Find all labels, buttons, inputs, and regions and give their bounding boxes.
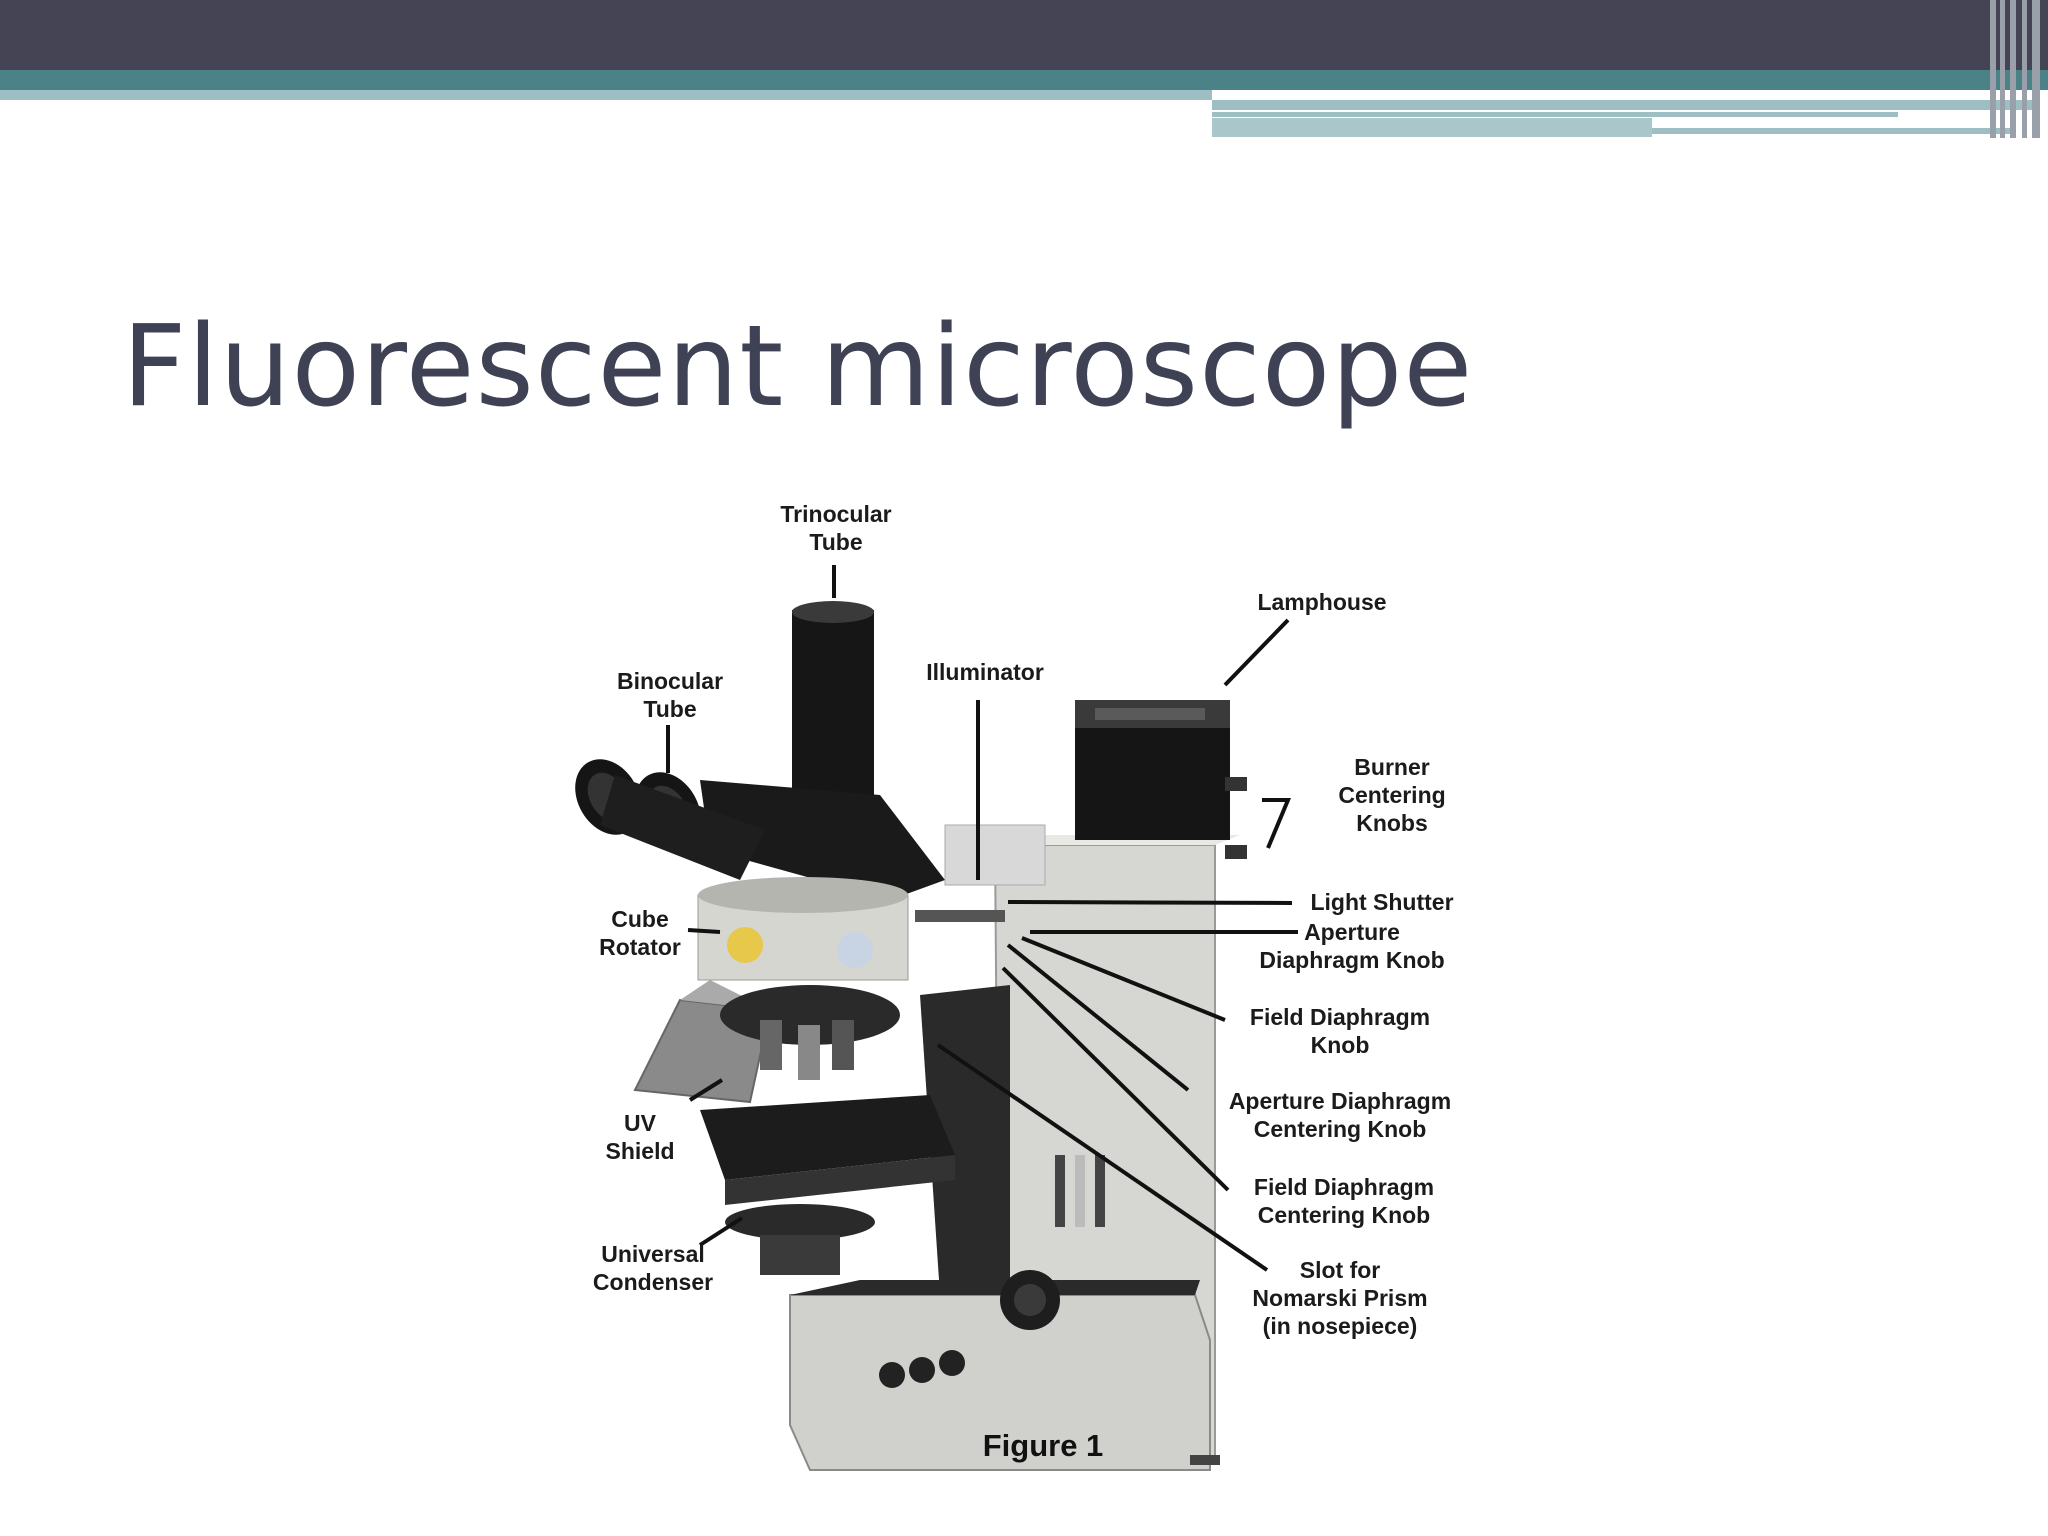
label-line: Tube xyxy=(809,529,863,555)
microscope-illustration xyxy=(575,565,1298,1471)
label-line: Shield xyxy=(605,1138,675,1164)
label-line: Illuminator xyxy=(926,659,1044,685)
label-line: Aperture xyxy=(1304,919,1400,945)
label-line: Field Diaphragm xyxy=(1249,1004,1431,1030)
label-lamphouse: Lamphouse xyxy=(1257,588,1386,616)
label-illuminator: Illuminator xyxy=(926,658,1044,686)
label-slot-for-nomarski-prism: Slot for Nomarski Prism (in nosepiece) xyxy=(1252,1256,1427,1340)
label-line: Centering Knob xyxy=(1257,1202,1431,1228)
microscope-figure: Trinocular Tube Lamphouse Binocular Tube… xyxy=(560,490,1480,1490)
eyepieces xyxy=(575,759,765,880)
label-line: Knobs xyxy=(1356,810,1428,836)
label-cube-rotator: Cube Rotator xyxy=(599,905,681,961)
label-aperture-diaphragm-knob: Aperture Diaphragm Knob xyxy=(1259,918,1444,974)
label-binocular-tube: Binocular Tube xyxy=(617,667,723,723)
label-line: Centering xyxy=(1338,782,1446,808)
label-line: Condenser xyxy=(592,1269,714,1295)
label-line: Lamphouse xyxy=(1257,589,1387,615)
label-line: Centering Knob xyxy=(1253,1116,1427,1142)
label-line: Diaphragm Knob xyxy=(1259,947,1445,973)
leader-lines xyxy=(666,565,1298,1272)
label-line: Light Shutter xyxy=(1310,889,1454,915)
label-light-shutter: Light Shutter xyxy=(1310,888,1453,916)
label-uv-shield: UV Shield xyxy=(605,1109,674,1165)
label-line: Tube xyxy=(643,696,697,722)
label-line: Cube xyxy=(611,906,669,932)
label-line: (in nosepiece) xyxy=(1262,1313,1418,1339)
label-field-diaphragm-centering-knob: Field Diaphragm Centering Knob xyxy=(1254,1173,1434,1229)
lamphouse-shape xyxy=(1075,700,1247,859)
label-aperture-diaphragm-centering-knob: Aperture Diaphragm Centering Knob xyxy=(1229,1087,1451,1143)
label-line: Binocular xyxy=(616,668,724,694)
label-field-diaphragm-knob: Field Diaphragm Knob xyxy=(1250,1003,1430,1059)
label-line: UV xyxy=(624,1110,656,1136)
label-line: Rotator xyxy=(599,934,681,960)
header-decoration xyxy=(0,0,2048,138)
figure-caption: Figure 1 xyxy=(982,1428,1104,1463)
label-line: Slot for xyxy=(1299,1257,1381,1283)
label-line: Aperture Diaphragm xyxy=(1228,1088,1452,1114)
label-trinocular-tube: Trinocular Tube xyxy=(780,500,891,556)
label-line: Burner xyxy=(1354,754,1430,780)
slide-title: Fluorescent microscope xyxy=(122,302,1474,432)
label-burner-centering-knobs: Burner Centering Knobs xyxy=(1338,753,1445,837)
label-line: Universal xyxy=(601,1241,705,1267)
label-line: Field Diaphragm xyxy=(1253,1174,1435,1200)
label-line: Trinocular xyxy=(780,501,892,527)
label-universal-condenser: Universal Condenser xyxy=(593,1240,713,1296)
label-line: Knob xyxy=(1310,1032,1370,1058)
label-line: Nomarski Prism xyxy=(1252,1285,1428,1311)
